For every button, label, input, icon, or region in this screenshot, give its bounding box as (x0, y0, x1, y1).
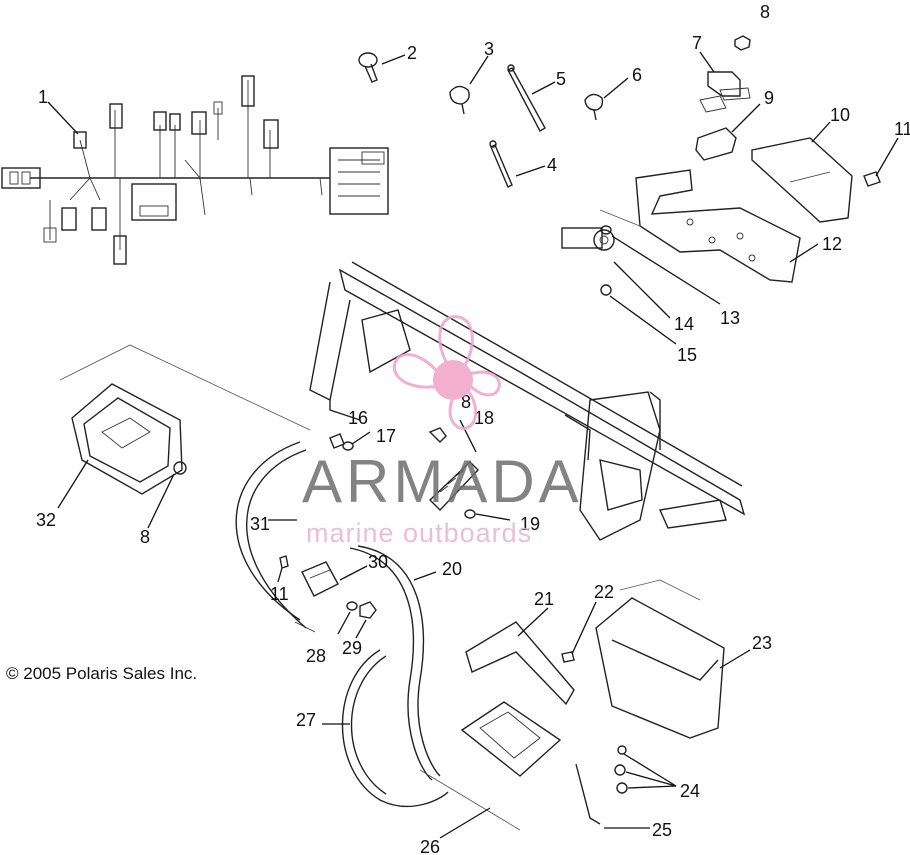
callout-29: 29 (342, 638, 362, 658)
callout-7: 7 (692, 33, 702, 53)
battery-strap-part-21 (465, 621, 575, 706)
washer-part-28 (346, 601, 358, 611)
wiring-harness (1, 75, 389, 265)
watermark: ARMADA marine outboards (302, 315, 583, 548)
screw-part-11-left (279, 555, 289, 569)
callout-17: 17 (376, 426, 396, 446)
callout-28: 28 (306, 646, 326, 666)
callout-19: 19 (520, 514, 540, 534)
relay-part-9 (695, 127, 737, 161)
solenoid-part-14 (561, 227, 615, 251)
watermark-tagline: marine outboards (306, 518, 532, 548)
nut-part-8-top (734, 35, 751, 51)
callout-12: 12 (822, 234, 842, 254)
battery-box-part-23 (595, 579, 725, 739)
cable-part-31 (235, 441, 316, 633)
propeller-logo-icon (392, 315, 501, 430)
clip-part-3 (449, 85, 470, 115)
callout-23: 23 (752, 633, 772, 653)
callout-14: 14 (674, 314, 694, 334)
callout-3: 3 (484, 39, 494, 59)
callout-16: 16 (348, 408, 368, 428)
nut-part-8-left (173, 461, 187, 475)
rod-part-25 (575, 763, 601, 825)
switch-part-30 (301, 561, 339, 597)
callout-5: 5 (556, 69, 566, 89)
callout-9: 9 (764, 88, 774, 108)
callout-18: 18 (474, 408, 494, 428)
callout-24: 24 (680, 781, 700, 801)
callout-25: 25 (652, 820, 672, 840)
watermark-brand: ARMADA (302, 448, 583, 515)
cable-part-26 (419, 769, 521, 831)
nut-part-29 (359, 601, 377, 619)
bolt-part-16 (329, 433, 345, 449)
callout-31: 31 (250, 514, 270, 534)
controller-part-32 (59, 344, 311, 495)
mounting-plate-part-12 (599, 169, 801, 283)
callout-6: 6 (632, 65, 642, 85)
callout-32: 32 (36, 510, 56, 530)
callout-26: 26 (420, 837, 440, 855)
cover-part-10 (751, 137, 853, 223)
nut-part-8-mid (428, 427, 447, 443)
cable-part-27 (341, 649, 449, 808)
callout-8-top: 8 (760, 2, 770, 22)
callout-15: 15 (677, 345, 697, 365)
callout-27: 27 (296, 710, 316, 730)
bolt-part-2 (358, 52, 378, 83)
callout-1: 1 (38, 87, 48, 107)
nuts-part-24 (614, 745, 628, 794)
leader-lines (47, 51, 899, 839)
callout-11-top: 11 (894, 119, 910, 139)
fuse-block-part-18 (428, 461, 479, 512)
battery-pad-part-21b (460, 701, 562, 777)
copyright-text: © 2005 Polaris Sales Inc. (6, 664, 198, 683)
screw-part-11-top (863, 171, 881, 187)
callout-30: 30 (368, 552, 388, 572)
callout-13: 13 (720, 308, 740, 328)
rod-part-4 (489, 140, 513, 188)
cable-part-20 (349, 545, 441, 781)
callout-11-left: 11 (270, 584, 289, 604)
rod-part-5 (507, 64, 546, 132)
callout-8-left: 8 (140, 527, 150, 547)
nut-part-15 (600, 284, 612, 296)
callout-8-mid: 8 (461, 392, 471, 412)
callout-4: 4 (547, 155, 557, 175)
washer-part-17 (342, 441, 354, 451)
washer-part-19 (464, 509, 476, 519)
callout-10: 10 (830, 105, 850, 125)
callout-2: 2 (407, 43, 417, 63)
nut-part-22 (561, 651, 575, 663)
callout-22: 22 (594, 582, 614, 602)
vehicle-frame (309, 261, 746, 541)
callout-20: 20 (442, 559, 462, 579)
clip-part-6 (584, 93, 604, 121)
callout-21: 21 (534, 589, 554, 609)
bracket-part-7 (699, 71, 751, 113)
callout-labels: 1 2 3 4 5 6 7 8 9 10 11 12 13 14 15 16 1… (36, 2, 910, 855)
